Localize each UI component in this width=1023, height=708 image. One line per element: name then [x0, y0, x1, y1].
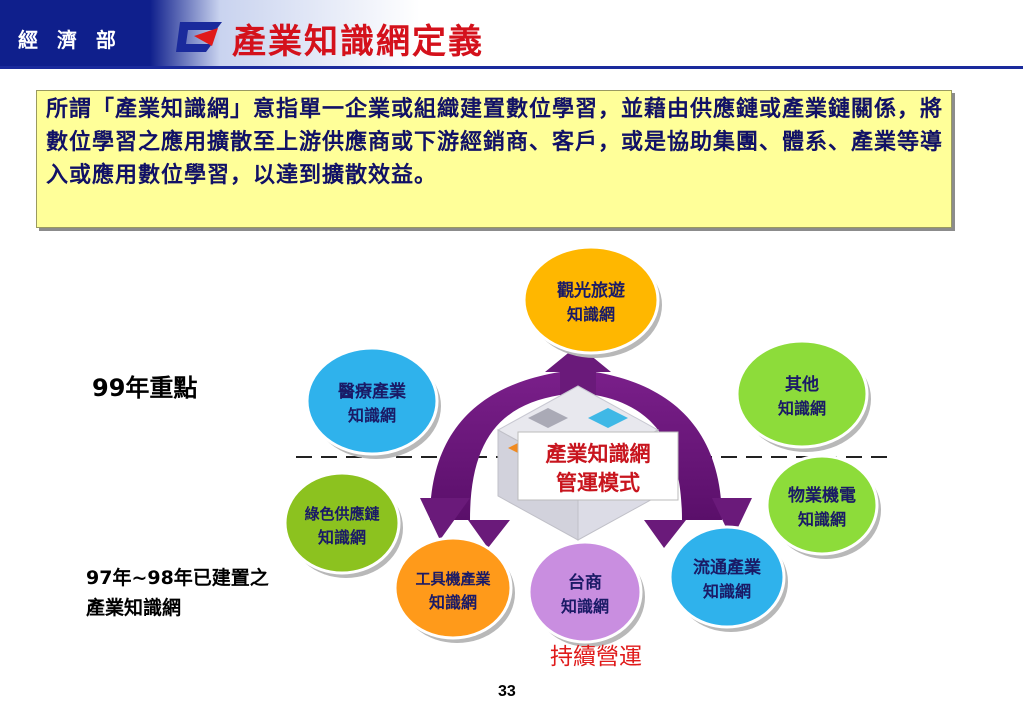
header-underline: [0, 66, 1023, 69]
node-circle: [527, 540, 643, 644]
center-line1: 產業知識網: [546, 441, 651, 466]
node-label-line1: 流通產業: [693, 557, 761, 578]
right-arrow: [712, 498, 752, 540]
right-arc-arrow: [595, 372, 722, 520]
node-label-line2: 知識網: [798, 510, 846, 529]
node-circle: [393, 536, 513, 640]
node-label-line2: 知識網: [561, 597, 609, 616]
lower-left-arrow: [468, 520, 510, 548]
page-title: 產業知識網定義: [232, 22, 484, 62]
node-circle: [522, 245, 660, 355]
node-circle: [305, 346, 439, 456]
lower-right-arrow: [644, 520, 686, 548]
node-label-line1: 工具機產業: [415, 570, 491, 588]
node-label-line1: 物業機電: [788, 485, 856, 506]
node-circle: [735, 339, 869, 449]
left-arrow: [420, 498, 470, 540]
node-label-line1: 綠色供應鏈: [304, 505, 380, 523]
top-arrow: [545, 345, 611, 400]
node-circle: [283, 471, 401, 575]
node-label-line1: 醫療產業: [338, 381, 406, 402]
node-label-line2: 知識網: [778, 399, 826, 418]
definition-text: 所謂「產業知識網」意指單一企業或組織建置數位學習，並藉由供應鏈或產業鏈關係，將數…: [46, 96, 944, 188]
definition-box: [36, 90, 952, 228]
node-label-line2: 知識網: [429, 593, 477, 612]
sustain-label: 持續營運: [550, 644, 642, 670]
ministry-label: 經 濟 部: [18, 28, 122, 52]
node-label-line1: 其他: [785, 374, 819, 395]
center-line2: 管運模式: [556, 470, 640, 495]
ministry-logo-icon: [176, 22, 222, 52]
node-label-line2: 知識網: [318, 528, 366, 547]
built-97-98-label: 97年~98年已建置之產業知識網: [86, 567, 269, 619]
node-label-line1: 台商: [568, 572, 602, 593]
left-arc-arrow: [430, 372, 560, 520]
focus-99-label: 99年重點: [92, 374, 198, 402]
center-label-panel: [517, 431, 679, 501]
node-label-line2: 知識網: [348, 406, 396, 425]
node-circle: [765, 454, 879, 556]
node-label-line2: 知識網: [703, 582, 751, 601]
page-number: 33: [498, 683, 516, 700]
node-label-line2: 知識網: [567, 305, 615, 324]
header-band: [0, 0, 1023, 68]
node-label-line1: 觀光旅遊: [557, 280, 625, 301]
node-circle: [668, 525, 786, 629]
